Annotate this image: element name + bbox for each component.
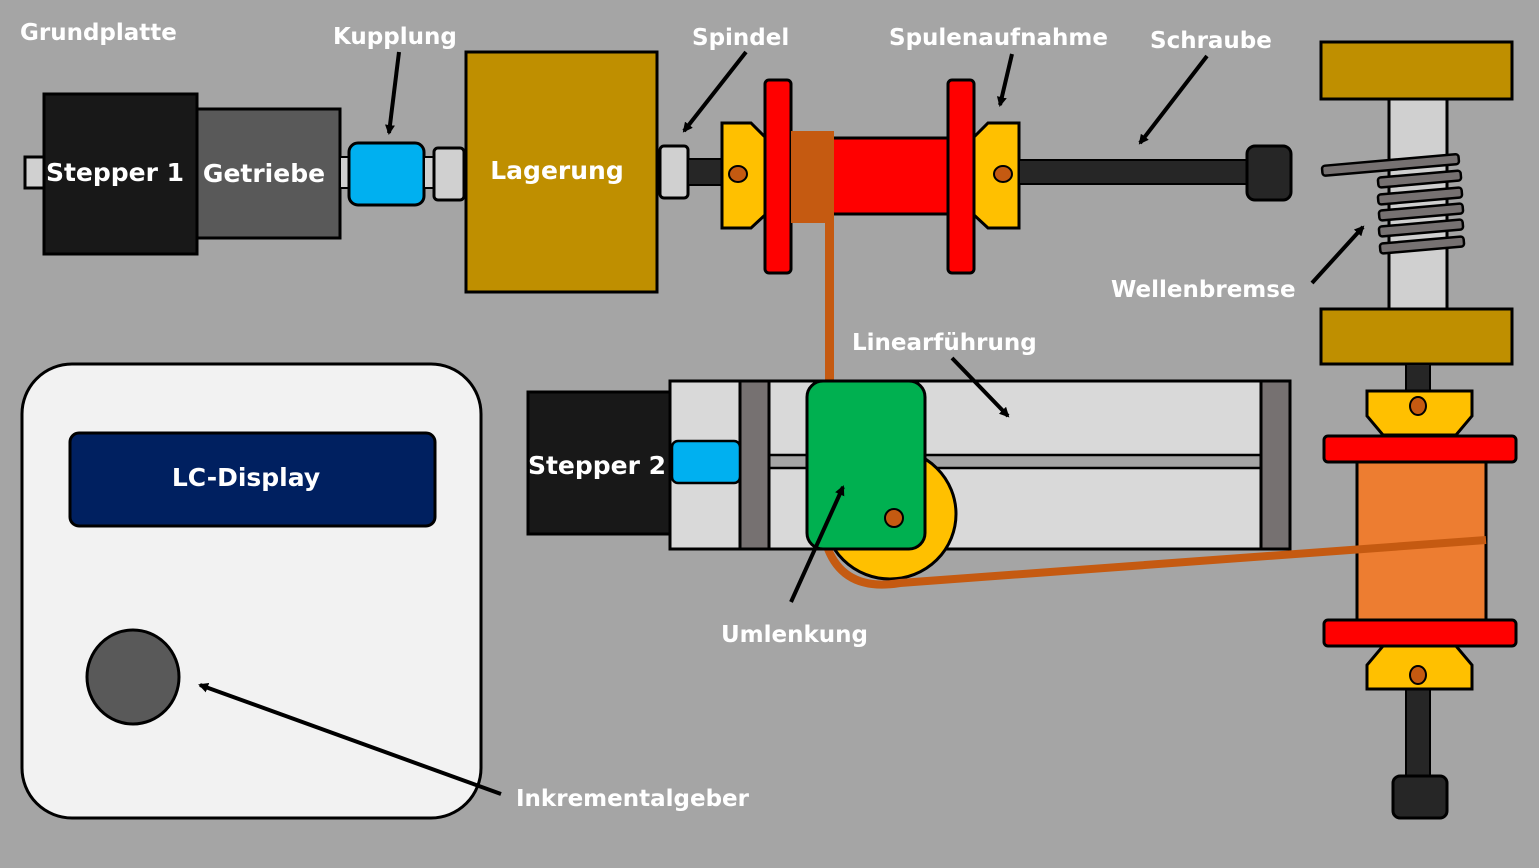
draht-zur-vorratsspule: [824, 536, 1487, 589]
label-spindel: Spindel: [692, 25, 789, 51]
collar-left: [432, 146, 466, 202]
endblock-right: [1259, 379, 1292, 551]
arrow-inkrementalgeber: [198, 683, 502, 796]
feder-windung: [1376, 169, 1463, 189]
vorrat-pin-oben: [1409, 396, 1427, 416]
holder-pin-right: [993, 165, 1013, 183]
holder-pin-left: [728, 165, 748, 183]
endblock-left: [738, 379, 771, 551]
schlitten: [805, 379, 927, 551]
feder-windung: [1376, 186, 1464, 206]
arrow-schraube: [1138, 54, 1209, 145]
wellenbremse-feder: [1320, 153, 1466, 255]
arrow-linearfuehrung: [950, 356, 1010, 418]
label-umlenkung: Umlenkung: [721, 622, 868, 648]
label-inkrementalgeber: Inkrementalgeber: [516, 786, 750, 812]
stepper-2: [526, 390, 676, 536]
schraube-shaft: [1018, 159, 1252, 185]
vorrat-flansch-oben: [1322, 434, 1518, 464]
vorrat-flansch-unten: [1322, 618, 1518, 648]
label-wellenbremse: Wellenbremse: [1111, 277, 1296, 303]
stepper-2-label: Stepper 2: [528, 451, 666, 480]
feder-windung: [1377, 218, 1465, 238]
lager-oben: [1319, 40, 1514, 101]
arrow-spindel: [682, 50, 748, 133]
arrow-kupplung: [385, 51, 401, 135]
arrow-spulenaufnahme: [996, 53, 1014, 107]
arrow-umlenkung: [789, 485, 845, 603]
lagerung: [464, 50, 659, 294]
label-spulenaufnahme: Spulenaufnahme: [889, 25, 1108, 51]
arrow-wellenbremse: [1310, 225, 1365, 285]
feder-windung: [1378, 235, 1466, 255]
spindel-shaft: [687, 158, 725, 186]
label-schraube: Schraube: [1150, 28, 1272, 54]
inkrementalgeber-knopf: [85, 628, 181, 726]
vorrat-pin-unten: [1409, 665, 1427, 685]
draht-wicklung: [791, 131, 834, 223]
lc-display-label: LC-Display: [172, 463, 320, 492]
spule-flansch-right: [946, 78, 976, 275]
schraube-kopf: [1245, 144, 1293, 202]
lager-unten: [1319, 307, 1514, 366]
label-linearfuehrung: Linearführung: [852, 330, 1037, 356]
kupplung: [347, 141, 426, 207]
kupplung-2: [670, 439, 742, 485]
stepper-1: [42, 92, 199, 256]
feder-ende: [1320, 153, 1461, 177]
lc-display: [68, 431, 437, 528]
collar-right: [658, 144, 690, 200]
stepper-1-label: Stepper 1: [46, 158, 184, 187]
draht-vertikal: [825, 220, 834, 382]
getriebe-label: Getriebe: [203, 159, 325, 188]
spule-flansch-left: [763, 78, 793, 275]
vorrat-kopf: [1391, 774, 1449, 820]
schlitten-pin: [884, 508, 904, 528]
feder-windung: [1377, 202, 1465, 222]
getriebe: [195, 107, 342, 240]
label-kupplung: Kupplung: [333, 24, 457, 50]
lagerung-label: Lagerung: [490, 156, 623, 185]
label-grundplatte: Grundplatte: [20, 20, 177, 46]
